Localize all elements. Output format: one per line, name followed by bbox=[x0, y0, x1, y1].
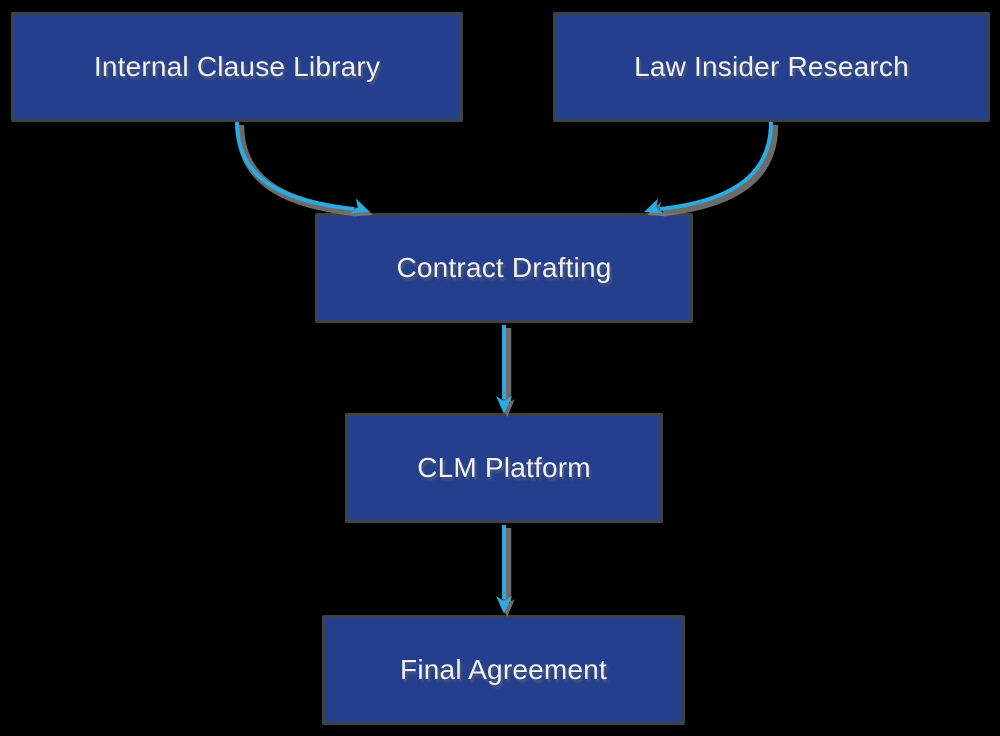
node-label: Internal Clause Library bbox=[93, 51, 381, 82]
node-law-insider-research: Law Insider Research bbox=[553, 12, 990, 122]
edge-clm-platform-to-final-agreement bbox=[496, 525, 512, 614]
node-label: CLM Platform bbox=[417, 452, 591, 483]
node-label: Law Insider Research bbox=[634, 51, 909, 82]
node-clm-platform: CLM Platform bbox=[345, 413, 663, 523]
arrowhead-icon bbox=[496, 396, 512, 414]
edge-shadows bbox=[235, 124, 779, 617]
arrowhead-icon bbox=[496, 596, 512, 614]
edge-law-insider-research-to-contract-drafting bbox=[644, 121, 773, 214]
node-contract-drafting: Contract Drafting bbox=[315, 213, 693, 323]
node-internal-clause-library: Internal Clause Library bbox=[11, 12, 463, 122]
node-label: Final Agreement bbox=[400, 654, 607, 685]
edge-arrows bbox=[235, 121, 773, 614]
edge-internal-clause-library-to-contract-drafting bbox=[235, 121, 370, 214]
edge-contract-drafting-to-clm-platform bbox=[496, 325, 512, 414]
node-final-agreement: Final Agreement bbox=[322, 615, 685, 725]
node-label: Contract Drafting bbox=[396, 252, 612, 283]
